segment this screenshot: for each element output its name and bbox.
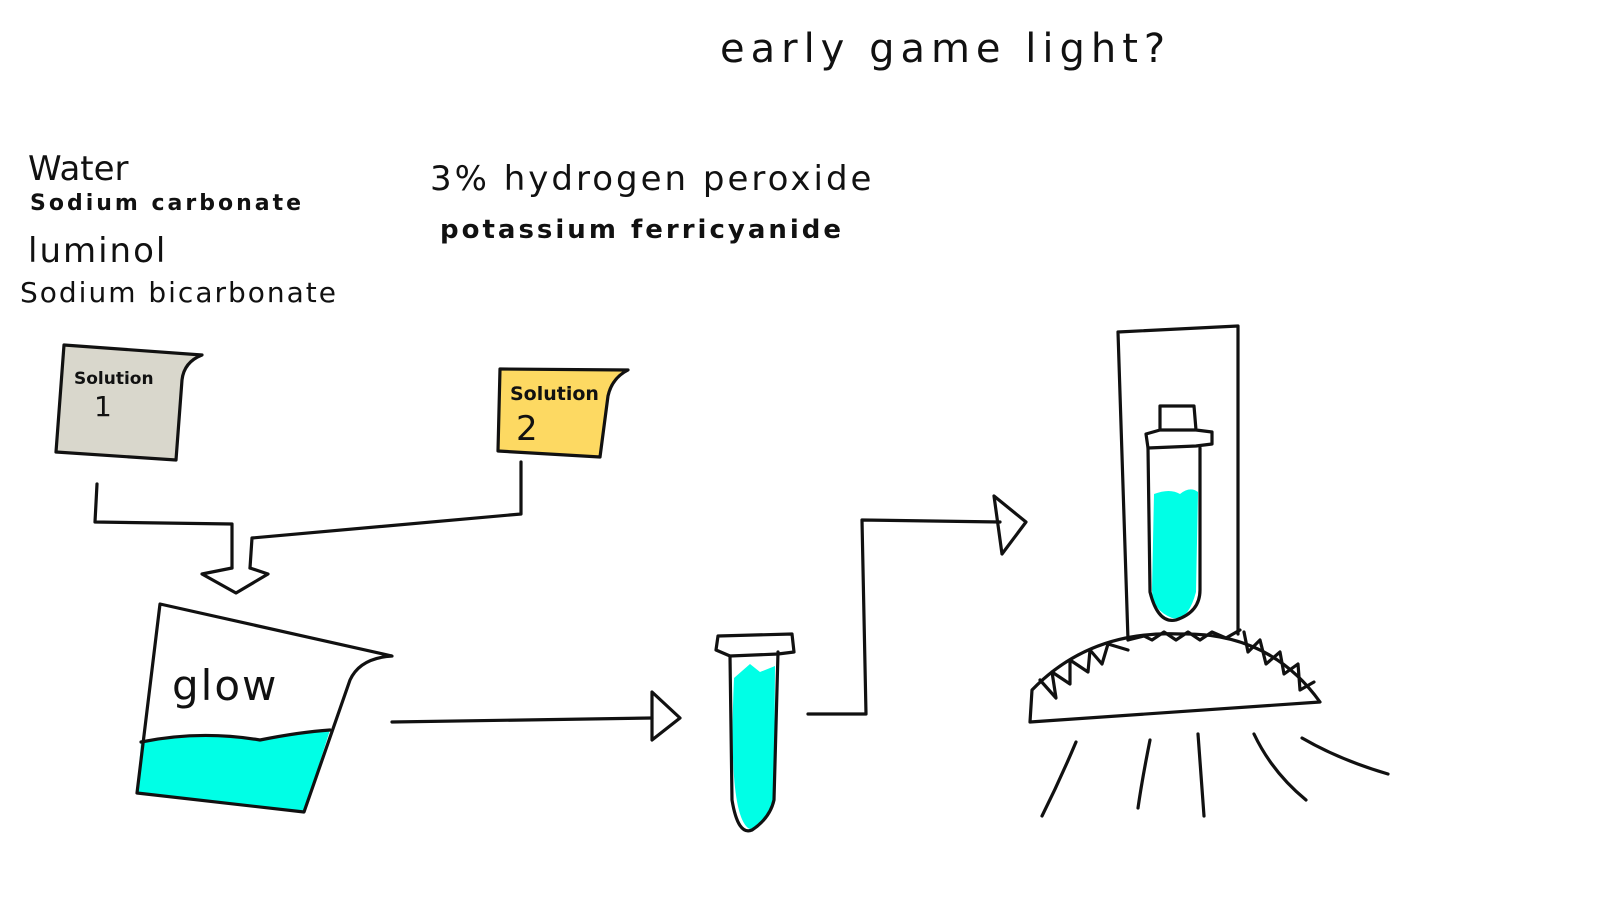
light-ray-3 — [1196, 732, 1206, 818]
solution1-label-top: Solution — [74, 369, 154, 389]
small-tube-liquid — [732, 664, 775, 830]
arrow-to-holder — [806, 494, 1028, 716]
solution1-container-body — [54, 343, 204, 462]
beaker-liquid — [137, 730, 330, 812]
holder-tube-outline — [1146, 446, 1202, 623]
down-arrow — [200, 566, 270, 595]
solution2-container-body — [496, 367, 630, 459]
holder-tube-cap — [1144, 404, 1214, 450]
solution1-ingredient-luminol: luminol — [28, 231, 167, 271]
light-ray-5 — [1300, 736, 1390, 776]
solution1-ingredient-sodium-carbonate: Sodium carbonate — [30, 191, 304, 216]
arrow-to-test-tube — [390, 690, 682, 742]
solution2-container: Solution 2 — [496, 367, 630, 459]
solution2-label-number: 2 — [516, 409, 538, 449]
small-tube-cap — [714, 632, 796, 658]
bracket-arrow-head — [992, 494, 1028, 556]
holder-base — [1028, 632, 1322, 724]
solution1-container: Solution 1 — [54, 343, 204, 462]
light-ray-4 — [1252, 732, 1308, 802]
solution1-ingredient-water: Water — [28, 149, 129, 189]
solution1-label-number: 1 — [94, 390, 112, 423]
small-test-tube — [714, 632, 796, 833]
small-tube-outline — [728, 650, 780, 833]
solution2-label-top: Solution — [510, 383, 599, 405]
solution2-ingredient-peroxide: 3% hydrogen peroxide — [430, 159, 874, 199]
connector-line-solution1 — [93, 482, 234, 570]
glow-beaker: glow — [135, 602, 394, 814]
mixing-connector — [93, 460, 523, 595]
connector-line-solution2 — [248, 460, 523, 570]
tube-holder — [1028, 324, 1390, 818]
holder-base-teeth — [1038, 628, 1316, 700]
light-ray-2 — [1136, 738, 1152, 810]
holder-tube-liquid — [1152, 489, 1198, 619]
beaker-outline — [135, 602, 394, 814]
light-ray-1 — [1040, 740, 1078, 818]
arrow-head — [650, 690, 682, 742]
title: early game light? — [720, 26, 1171, 72]
holder-column — [1116, 324, 1240, 642]
bracket-shaft — [806, 518, 1002, 716]
beaker-liquid-surface — [139, 728, 332, 744]
arrow-shaft — [390, 716, 654, 724]
beaker-label: glow — [172, 661, 278, 710]
solution1-ingredient-sodium-bicarbonate: Sodium bicarbonate — [20, 276, 338, 309]
solution2-ingredient-ferricyanide: potassium ferricyanide — [440, 215, 844, 245]
